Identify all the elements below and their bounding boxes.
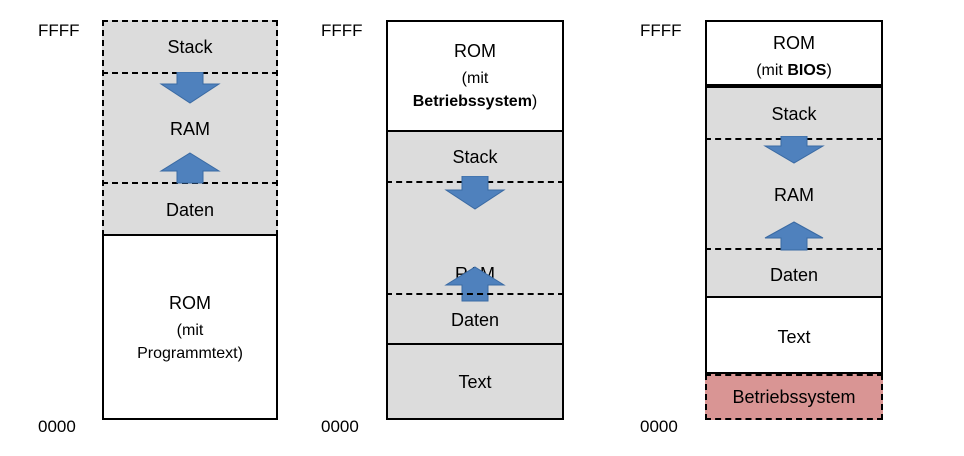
daten-label: Daten	[450, 310, 500, 330]
addr-ffff-2: FFFF	[321, 21, 363, 40]
rom-region	[386, 20, 564, 132]
addr-ffff-3: FFFF	[640, 21, 682, 40]
addr-ffff-1: FFFF	[38, 21, 80, 40]
rom-title: ROM	[454, 41, 496, 61]
daten-label: Daten	[769, 265, 819, 285]
arrow-up-icon	[764, 221, 824, 251]
rom-region	[705, 20, 883, 86]
stack-label: Stack	[167, 37, 213, 57]
os-dashed-border	[705, 374, 883, 420]
arrow-down-icon	[763, 136, 825, 164]
text-region	[386, 343, 564, 420]
addr-0000-2: 0000	[321, 417, 359, 436]
text-region	[705, 296, 883, 374]
ram-label: RAM	[774, 185, 814, 205]
rom-sub-line2: Betriebssystem)	[412, 93, 538, 110]
arrow-up-icon	[444, 266, 506, 302]
rom-title: ROM	[169, 293, 211, 313]
ram-label: RAM	[170, 119, 210, 139]
rom-region	[102, 234, 278, 420]
rom-title: ROM	[773, 33, 815, 53]
rom-sub-line1: (mit	[461, 70, 489, 87]
rom-sub-line2: Programmtext)	[137, 345, 243, 362]
memory-map-3: ROM (mit BIOS) Stack RAM Daten Text Betr…	[705, 20, 883, 420]
text-label: Text	[777, 327, 811, 347]
arrow-up-icon	[159, 152, 221, 184]
stack-label: Stack	[771, 104, 817, 124]
ram-region	[705, 86, 883, 298]
stack-label: Stack	[452, 147, 498, 167]
rom-sub: (mit BIOS)	[756, 62, 832, 79]
arrow-down-icon	[159, 72, 221, 104]
memory-map-1: Stack RAM Daten ROM (mit Programmtext)	[102, 20, 278, 420]
rom-sub-line1: (mit	[176, 322, 204, 339]
memory-map-2: ROM (mit Betriebssystem) Stack RAM Daten…	[386, 20, 564, 420]
addr-0000-1: 0000	[38, 417, 76, 436]
os-region	[705, 374, 883, 420]
os-label: Betriebssystem	[732, 387, 856, 407]
text-label: Text	[458, 372, 492, 392]
ram-region	[102, 20, 278, 234]
addr-0000-3: 0000	[640, 417, 678, 436]
daten-label: Daten	[165, 200, 215, 220]
arrow-down-icon	[444, 176, 506, 210]
